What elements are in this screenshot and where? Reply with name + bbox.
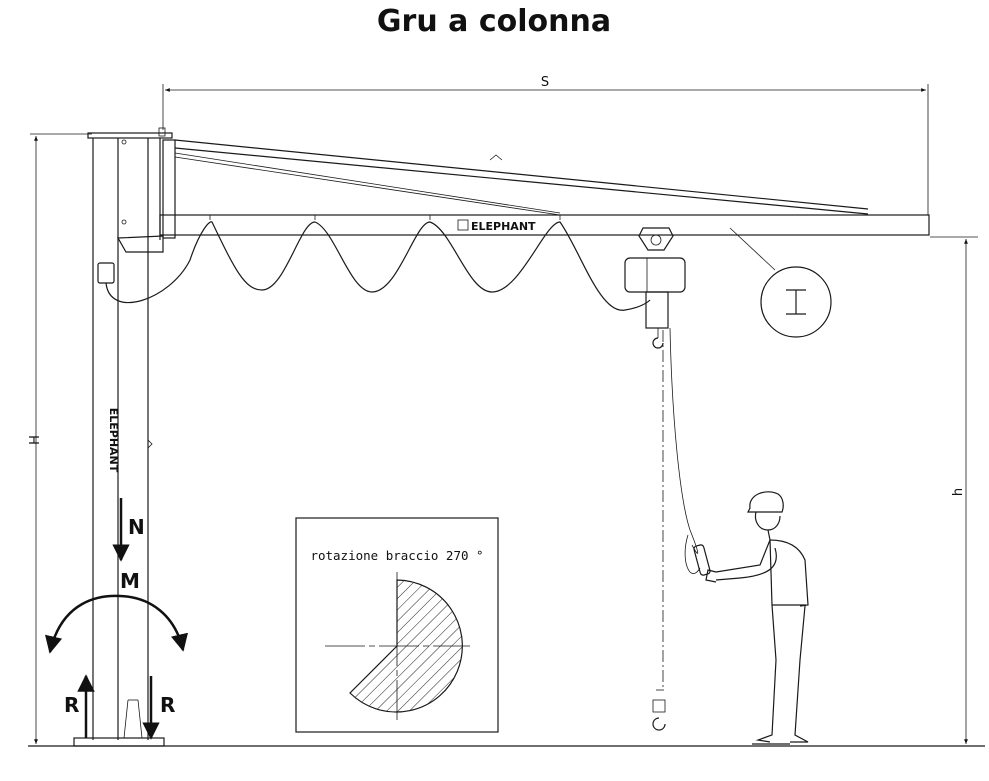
operator-figure <box>705 491 809 745</box>
moment-label: M <box>120 569 140 593</box>
diagram-title: Gru a colonna <box>377 4 611 39</box>
column-brand: ELEPHANT <box>107 408 120 473</box>
forces: N M R R <box>45 498 189 740</box>
boom-arm: ELEPHANT <box>159 139 930 236</box>
span-dimension: S <box>162 75 929 215</box>
festoon-cable <box>105 221 651 311</box>
height-dimension: H <box>28 133 92 744</box>
total-height-label: H <box>28 435 43 445</box>
hook-height-label: h <box>951 488 966 496</box>
boom-brand: ELEPHANT <box>471 220 536 233</box>
hook-height-dimension: h <box>930 236 978 744</box>
reaction-left-label: R <box>64 693 79 717</box>
electric-hoist <box>624 227 711 731</box>
axial-force-label: N <box>128 515 145 539</box>
rotation-inset: rotazione braccio 270 ° <box>295 517 499 733</box>
moment-arrow <box>45 594 189 654</box>
reaction-right-label: R <box>160 693 175 717</box>
span-label: S <box>541 75 549 90</box>
rotation-label: rotazione braccio 270 ° <box>310 548 483 563</box>
ibeam-callout <box>729 227 832 338</box>
